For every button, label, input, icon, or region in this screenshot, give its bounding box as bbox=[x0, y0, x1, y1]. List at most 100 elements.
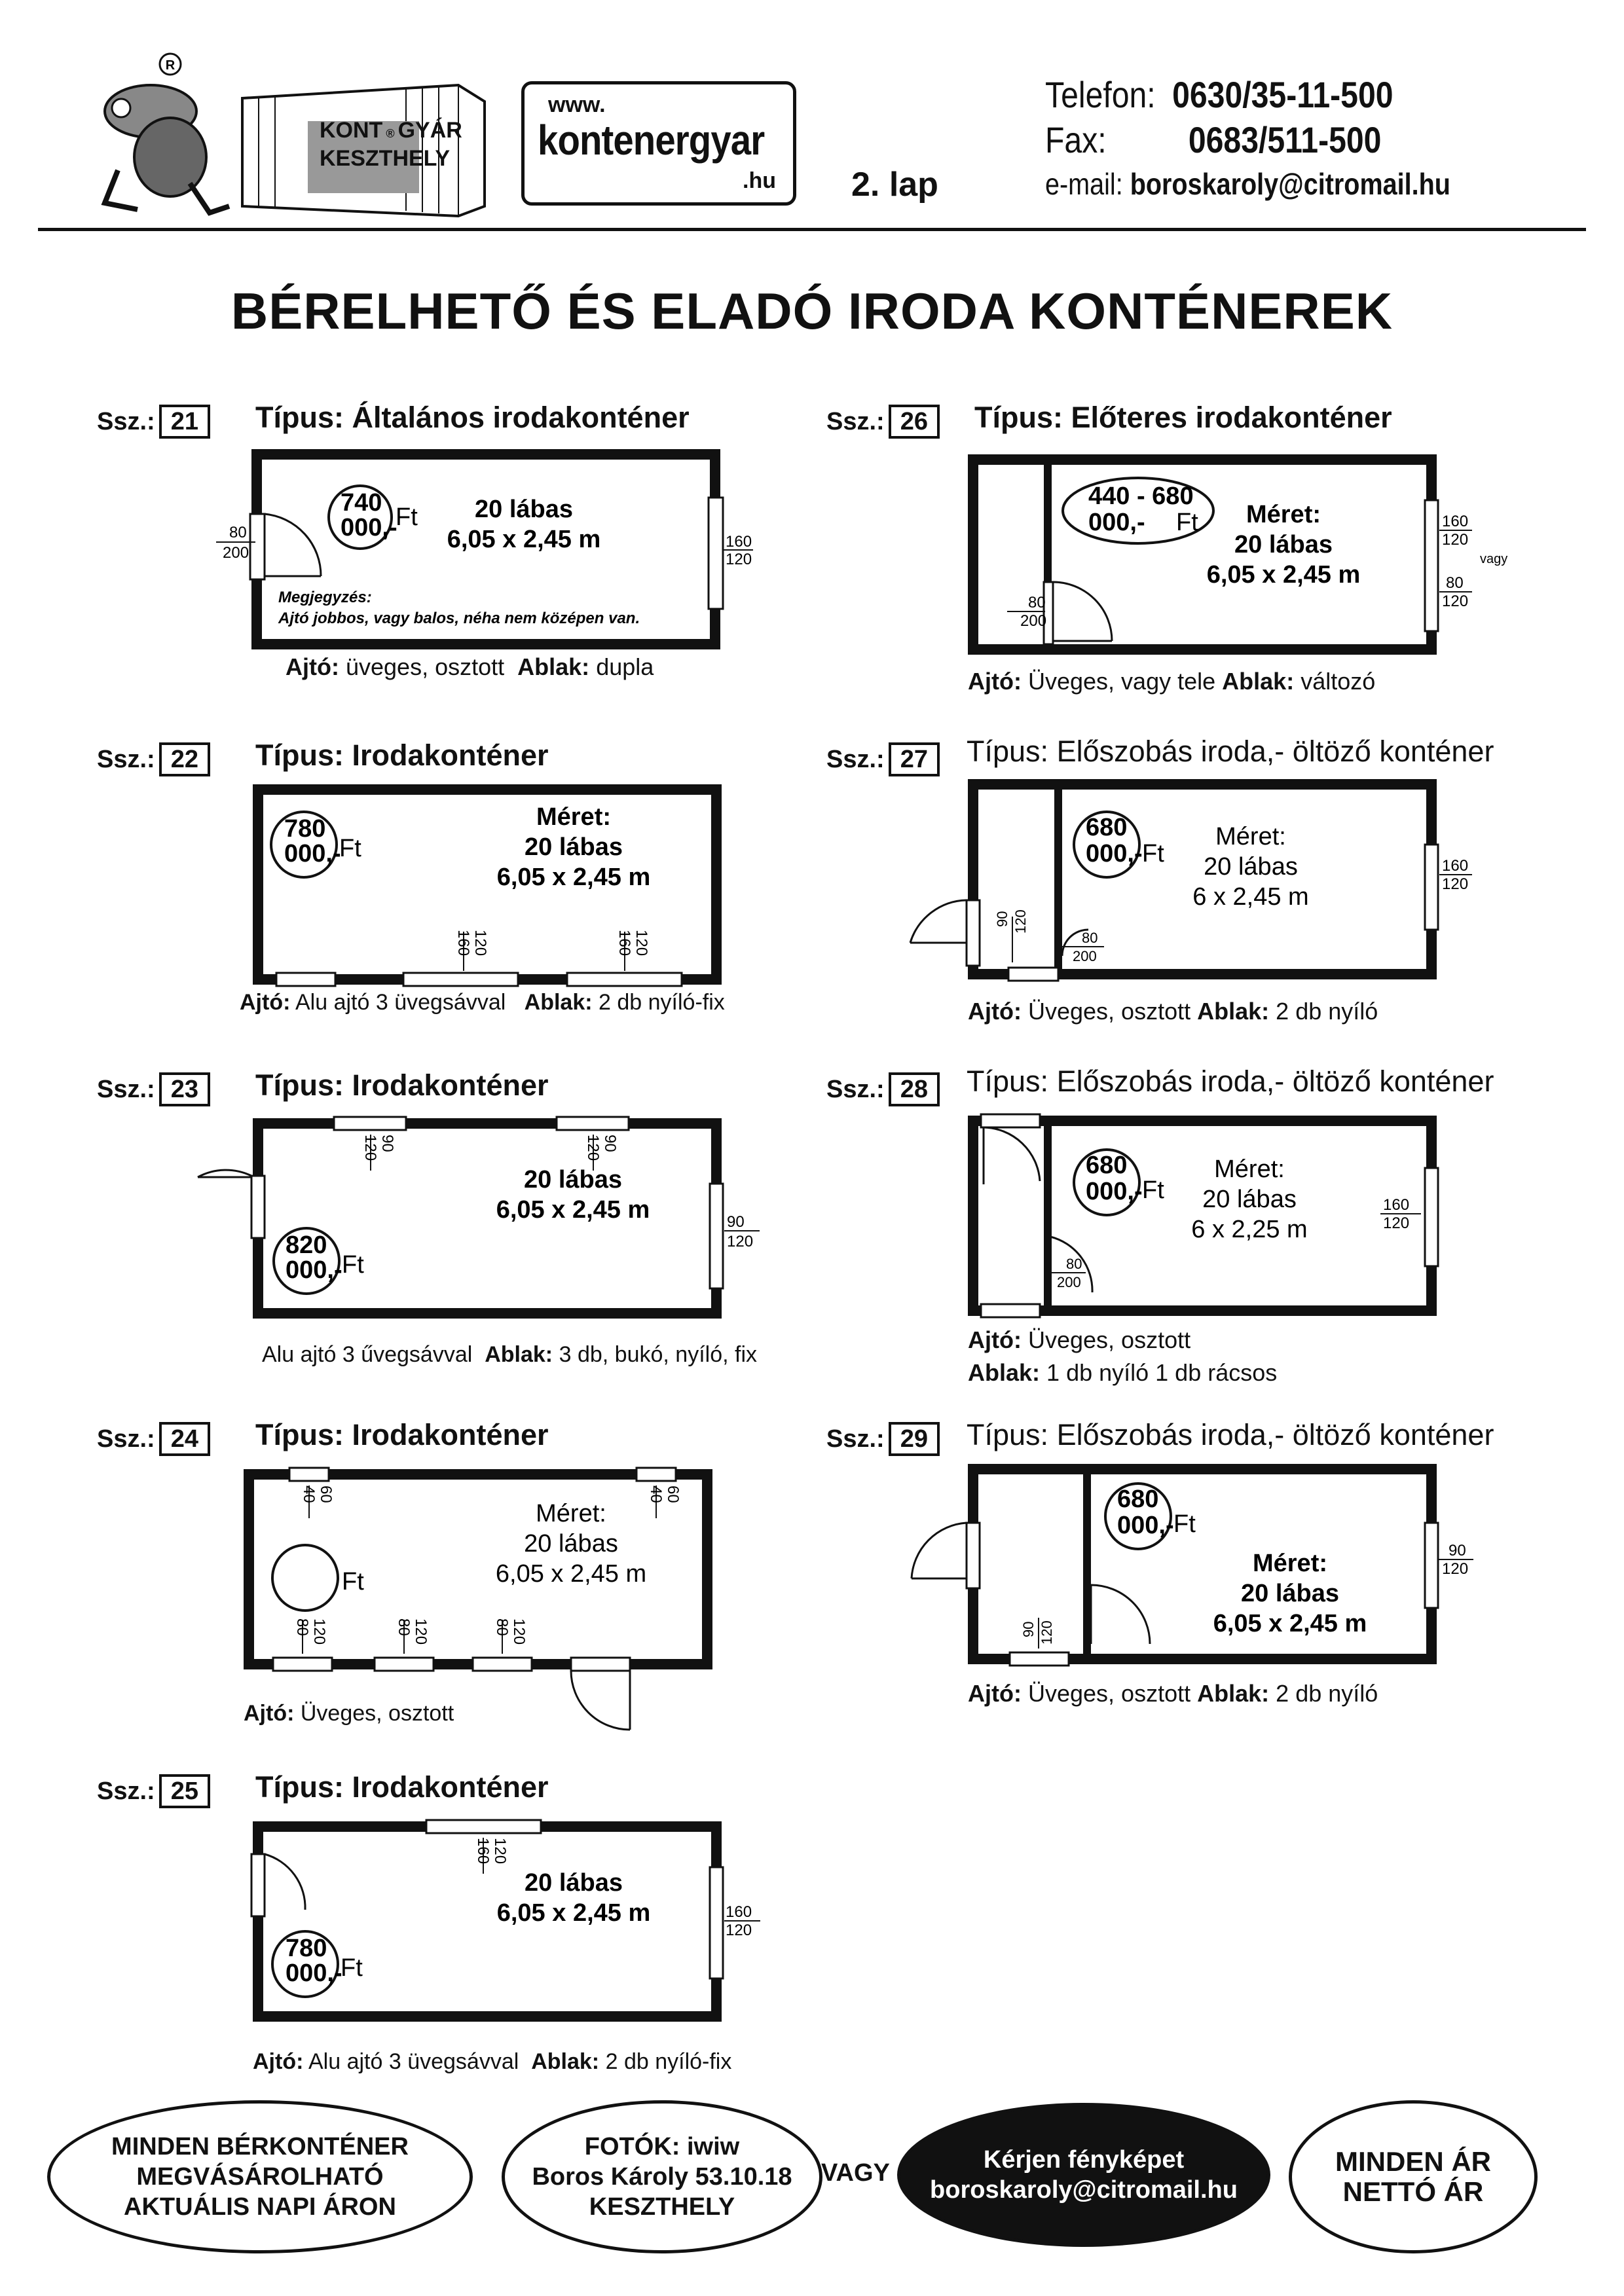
svg-text:Ft: Ft bbox=[339, 835, 361, 862]
svg-text:120: 120 bbox=[1442, 1560, 1468, 1578]
website-www: www. bbox=[548, 92, 606, 117]
svg-text:000,-: 000,- bbox=[1117, 1512, 1174, 1539]
svg-text:Méret:: Méret: bbox=[1214, 1156, 1285, 1183]
svg-text:000,-: 000,- bbox=[286, 1959, 342, 1987]
svg-text:20 lábas: 20 lábas bbox=[525, 1869, 623, 1897]
svg-text:120: 120 bbox=[1442, 592, 1468, 610]
svg-text:160: 160 bbox=[1383, 1196, 1409, 1214]
svg-text:90: 90 bbox=[1449, 1542, 1466, 1559]
item-25-floorplan: 160 120 160 120 780 000,- Ft 20 lábas 6,… bbox=[250, 1819, 777, 2031]
svg-text:40: 40 bbox=[647, 1485, 665, 1503]
item-24-specs: Ajtó: Üveges, osztott bbox=[244, 1701, 454, 1726]
item-21-type: Típus: Általános irodakonténer bbox=[255, 401, 690, 434]
item-25-specs: Ajtó: Alu ajtó 3 üvegsávval Ablak: 2 db … bbox=[253, 2049, 732, 2074]
footer-or-label: VAGY bbox=[821, 2159, 890, 2187]
svg-text:120: 120 bbox=[1442, 531, 1468, 549]
svg-text:120: 120 bbox=[310, 1618, 328, 1645]
item-22-type: Típus: Irodakonténer bbox=[255, 738, 549, 772]
svg-text:000,-: 000,- bbox=[1086, 1178, 1143, 1205]
svg-text:200: 200 bbox=[1073, 948, 1097, 964]
svg-text:60: 60 bbox=[664, 1485, 682, 1503]
svg-text:Ft: Ft bbox=[1142, 1176, 1164, 1204]
svg-text:160: 160 bbox=[616, 930, 633, 956]
svg-text:20 lábas: 20 lábas bbox=[1204, 853, 1298, 881]
svg-text:20 lábas: 20 lábas bbox=[1241, 1580, 1339, 1607]
svg-text:Ft: Ft bbox=[1142, 840, 1164, 867]
fax-label: Fax: bbox=[1045, 119, 1107, 160]
item-21-specs: Ajtó: üveges, osztott Ablak: dupla bbox=[286, 653, 654, 680]
company-logo: R bbox=[101, 52, 486, 218]
item-22-number: Ssz.:22 bbox=[97, 742, 210, 776]
svg-text:160: 160 bbox=[726, 533, 752, 551]
svg-text:90: 90 bbox=[994, 911, 1010, 927]
item-27-floorplan: 90 120 80 200 160 120 680 000,- Ft Méret… bbox=[909, 779, 1480, 989]
svg-text:000,-: 000,- bbox=[1086, 840, 1143, 867]
svg-text:680: 680 bbox=[1086, 1152, 1127, 1179]
phone-value: 0630/35-11-500 bbox=[1172, 74, 1393, 115]
email-link[interactable]: boroskaroly@citromail.hu bbox=[1130, 167, 1450, 201]
svg-text:120: 120 bbox=[726, 1922, 752, 1939]
svg-text:80: 80 bbox=[1028, 594, 1046, 611]
svg-text:Megjegyzés:: Megjegyzés: bbox=[278, 589, 372, 606]
svg-text:780: 780 bbox=[284, 815, 325, 843]
page-title: BÉRELHETŐ ÉS ELADÓ IRODA KONTÉNEREK bbox=[231, 282, 1393, 340]
item-29-number: Ssz.:29 bbox=[826, 1422, 940, 1456]
svg-text:6,05 x 2,45 m: 6,05 x 2,45 m bbox=[497, 1899, 651, 1927]
svg-text:Ft: Ft bbox=[342, 1251, 364, 1279]
phone-label: Telefon: bbox=[1045, 74, 1156, 115]
svg-text:120: 120 bbox=[412, 1618, 430, 1645]
svg-text:80: 80 bbox=[395, 1618, 413, 1636]
svg-text:680: 680 bbox=[1117, 1485, 1158, 1513]
svg-text:Méret:: Méret: bbox=[536, 1500, 606, 1527]
item-26-floorplan: 80 200 160 120 vagy 80 120 440 - 680 000… bbox=[968, 454, 1531, 664]
svg-text:6 x 2,25 m: 6 x 2,25 m bbox=[1191, 1216, 1307, 1243]
svg-text:200: 200 bbox=[1020, 612, 1046, 630]
svg-text:Ft: Ft bbox=[1173, 1510, 1196, 1538]
svg-text:200: 200 bbox=[223, 544, 249, 562]
item-28-type: Típus: Előszobás iroda,- öltöző konténer bbox=[967, 1065, 1494, 1098]
item-28-floorplan: 80 200 160 120 680 000,- Ft Méret: 20 lá… bbox=[968, 1113, 1492, 1319]
item-25-type: Típus: Irodakonténer bbox=[255, 1770, 549, 1804]
item-25-number: Ssz.:25 bbox=[97, 1774, 210, 1808]
item-29-type: Típus: Előszobás iroda,- öltöző konténer bbox=[967, 1418, 1494, 1451]
svg-text:Ft: Ft bbox=[1176, 509, 1198, 536]
logo-text: KONT ® GYÁR KESZTHELY bbox=[320, 118, 462, 171]
item-27-specs: Ajtó: Üveges, osztott Ablak: 2 db nyíló bbox=[968, 998, 1378, 1025]
svg-text:000,-: 000,- bbox=[341, 514, 397, 541]
svg-text:120: 120 bbox=[584, 1135, 602, 1161]
svg-text:Méret:: Méret: bbox=[1215, 823, 1286, 850]
svg-text:6,05 x 2,45 m: 6,05 x 2,45 m bbox=[447, 526, 601, 553]
item-26-specs: Ajtó: Üveges, vagy tele Ablak: változó bbox=[968, 668, 1376, 695]
item-26-number: Ssz.:26 bbox=[826, 405, 940, 439]
item-23-specs: Alu ajtó 3 űvegsávval Ablak: 3 db, bukó,… bbox=[262, 1342, 757, 1367]
svg-text:90: 90 bbox=[601, 1135, 619, 1152]
svg-text:6 x 2,45 m: 6 x 2,45 m bbox=[1192, 883, 1308, 911]
svg-text:000,-: 000,- bbox=[1088, 509, 1145, 536]
svg-text:160: 160 bbox=[454, 930, 472, 956]
svg-text:000,-: 000,- bbox=[286, 1256, 342, 1284]
item-26-type: Típus: Előteres irodakonténer bbox=[974, 401, 1392, 434]
svg-text:120: 120 bbox=[1012, 909, 1029, 934]
svg-text:120: 120 bbox=[726, 551, 752, 568]
item-23-floorplan: 120 90 120 90 90 120 820 000,- Ft 20 láb… bbox=[196, 1116, 773, 1321]
svg-text:120: 120 bbox=[361, 1135, 379, 1161]
svg-text:120: 120 bbox=[633, 930, 650, 956]
svg-text:160: 160 bbox=[474, 1838, 492, 1864]
svg-text:Méret:: Méret: bbox=[536, 803, 611, 831]
svg-text:80: 80 bbox=[493, 1618, 511, 1636]
svg-text:000,-: 000,- bbox=[284, 840, 341, 867]
fax-value: 0683/511-500 bbox=[1188, 119, 1382, 160]
svg-text:120: 120 bbox=[510, 1618, 528, 1645]
svg-text:Ft: Ft bbox=[341, 1954, 363, 1982]
svg-text:80: 80 bbox=[293, 1618, 311, 1636]
svg-text:440 - 680: 440 - 680 bbox=[1088, 483, 1194, 510]
svg-text:40: 40 bbox=[300, 1485, 318, 1503]
svg-text:160: 160 bbox=[726, 1903, 752, 1921]
website-box[interactable]: www. kontenergyar .hu bbox=[521, 81, 796, 206]
item-24-number: Ssz.:24 bbox=[97, 1422, 210, 1456]
header: R KONT ® GYÁR KESZTHELY www. kontenergya… bbox=[0, 0, 1624, 236]
svg-text:vagy: vagy bbox=[1480, 552, 1507, 566]
